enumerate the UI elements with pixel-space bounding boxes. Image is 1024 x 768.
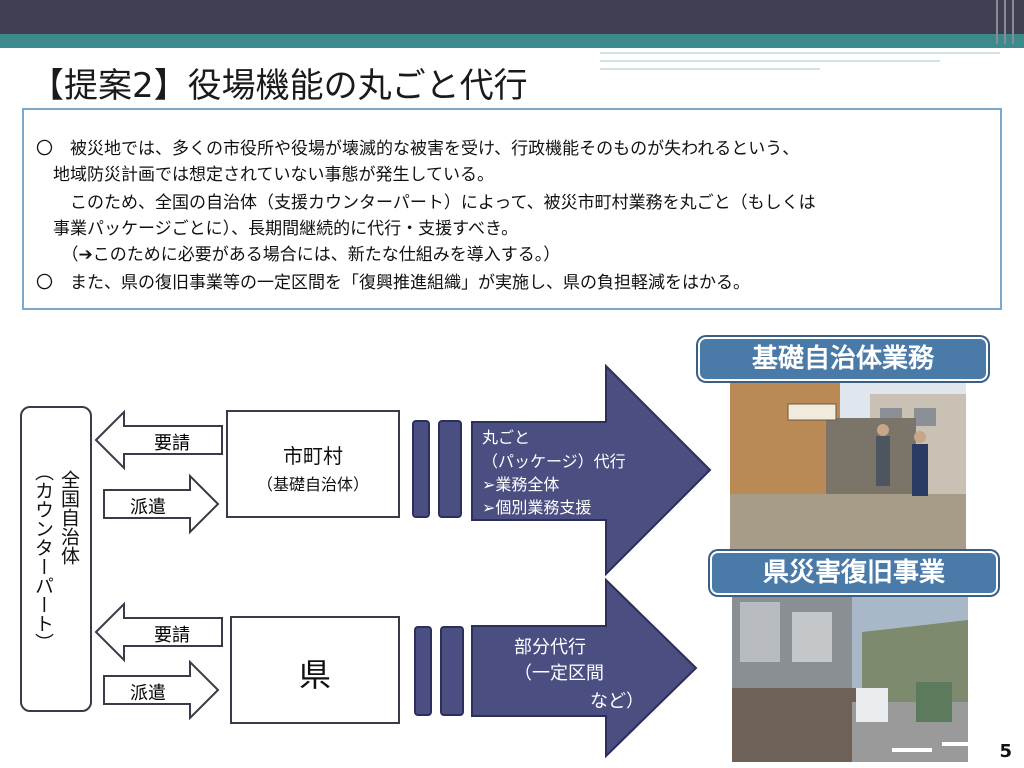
prefectural-recovery-label: 県災害復旧事業 — [710, 551, 998, 595]
prefecture-box: 県 — [230, 616, 400, 724]
full-proxy-line-1: 丸ごと — [482, 428, 531, 447]
dispatch-label-bottom: 派遣 — [130, 683, 166, 704]
summary-line-6: 〇 また、県の復旧事業等の一定区間を「復興推進組織」が実施し、県の負担軽減をはか… — [36, 273, 750, 293]
full-proxy-line-4: ➢個別業務支援 — [482, 498, 592, 517]
request-label-top: 要請 — [154, 433, 190, 454]
column-bar — [438, 420, 462, 518]
municipality-label: 市町村 — [283, 444, 343, 468]
summary-line-1: 〇 被災地では、多くの市役所や役場が壊滅的な被害を受け、行政機能そのものが失われ… — [36, 139, 800, 159]
disaster-recovery-photo — [732, 592, 968, 762]
column-bar — [440, 626, 464, 716]
header-deco-stripe — [1004, 0, 1006, 44]
header-deco-line — [600, 52, 1000, 54]
municipal-office-photo — [730, 374, 966, 550]
summary-line-3: このため、全国の自治体（支援カウンターパート）によって、被災市町村業務を丸ごと（… — [36, 193, 816, 213]
partial-proxy-line-3: など） — [590, 691, 644, 712]
summary-text-box: 〇 被災地では、多くの市役所や役場が壊滅的な被害を受け、行政機能そのものが失われ… — [22, 108, 1002, 310]
header-deco-stripe — [1012, 0, 1014, 44]
full-proxy-arrow — [471, 363, 712, 577]
partial-proxy-line-1: 部分代行 — [514, 637, 586, 658]
municipal-office-photo-art — [730, 374, 966, 550]
disaster-recovery-photo-art — [732, 592, 968, 762]
column-bar — [414, 626, 432, 716]
partial-proxy-arrow — [471, 577, 698, 759]
dispatch-label-top: 派遣 — [130, 497, 166, 518]
summary-line-4: 事業パッケージごとに）、長期間継続的に代行・支援すべき。 — [36, 219, 519, 239]
page-number: 5 — [999, 741, 1012, 762]
header-teal-bar — [0, 34, 1024, 48]
summary-line-2: 地域防災計画では想定されていない事態が発生している。 — [36, 165, 494, 185]
partial-proxy-line-2: （一定区間 — [514, 663, 604, 684]
request-arrow-top — [94, 409, 223, 471]
request-arrow-bottom — [94, 601, 223, 663]
support-box-sub-text: （カウンターパート） — [32, 462, 54, 652]
dispatch-arrow-top — [103, 473, 220, 535]
header-deco-stripe — [996, 0, 998, 44]
national-municipalities-box: 全国自治体 （カウンターパート） — [20, 406, 92, 712]
municipality-box: 市町村 （基礎自治体） — [226, 410, 400, 518]
header-deco-line — [600, 68, 820, 70]
column-bar — [412, 420, 430, 518]
request-label-bottom: 要請 — [154, 625, 190, 646]
full-proxy-line-3: ➢業務全体 — [482, 475, 560, 494]
basic-municipal-work-label: 基礎自治体業務 — [698, 337, 988, 381]
page-title: 【提案2】役場機能の丸ごと代行 — [30, 66, 528, 106]
header-dark-bar — [0, 0, 1024, 34]
header-deco-line — [600, 60, 940, 62]
prefecture-label: 県 — [298, 656, 331, 694]
summary-line-5: （➔このために必要がある場合には、新たな仕組みを導入する。） — [36, 245, 561, 265]
dispatch-arrow-bottom — [103, 659, 220, 721]
support-box-main-text: 全国自治体 — [58, 470, 80, 565]
full-proxy-line-2: （パッケージ）代行 — [482, 452, 626, 471]
municipality-sublabel: （基礎自治体） — [256, 475, 369, 494]
